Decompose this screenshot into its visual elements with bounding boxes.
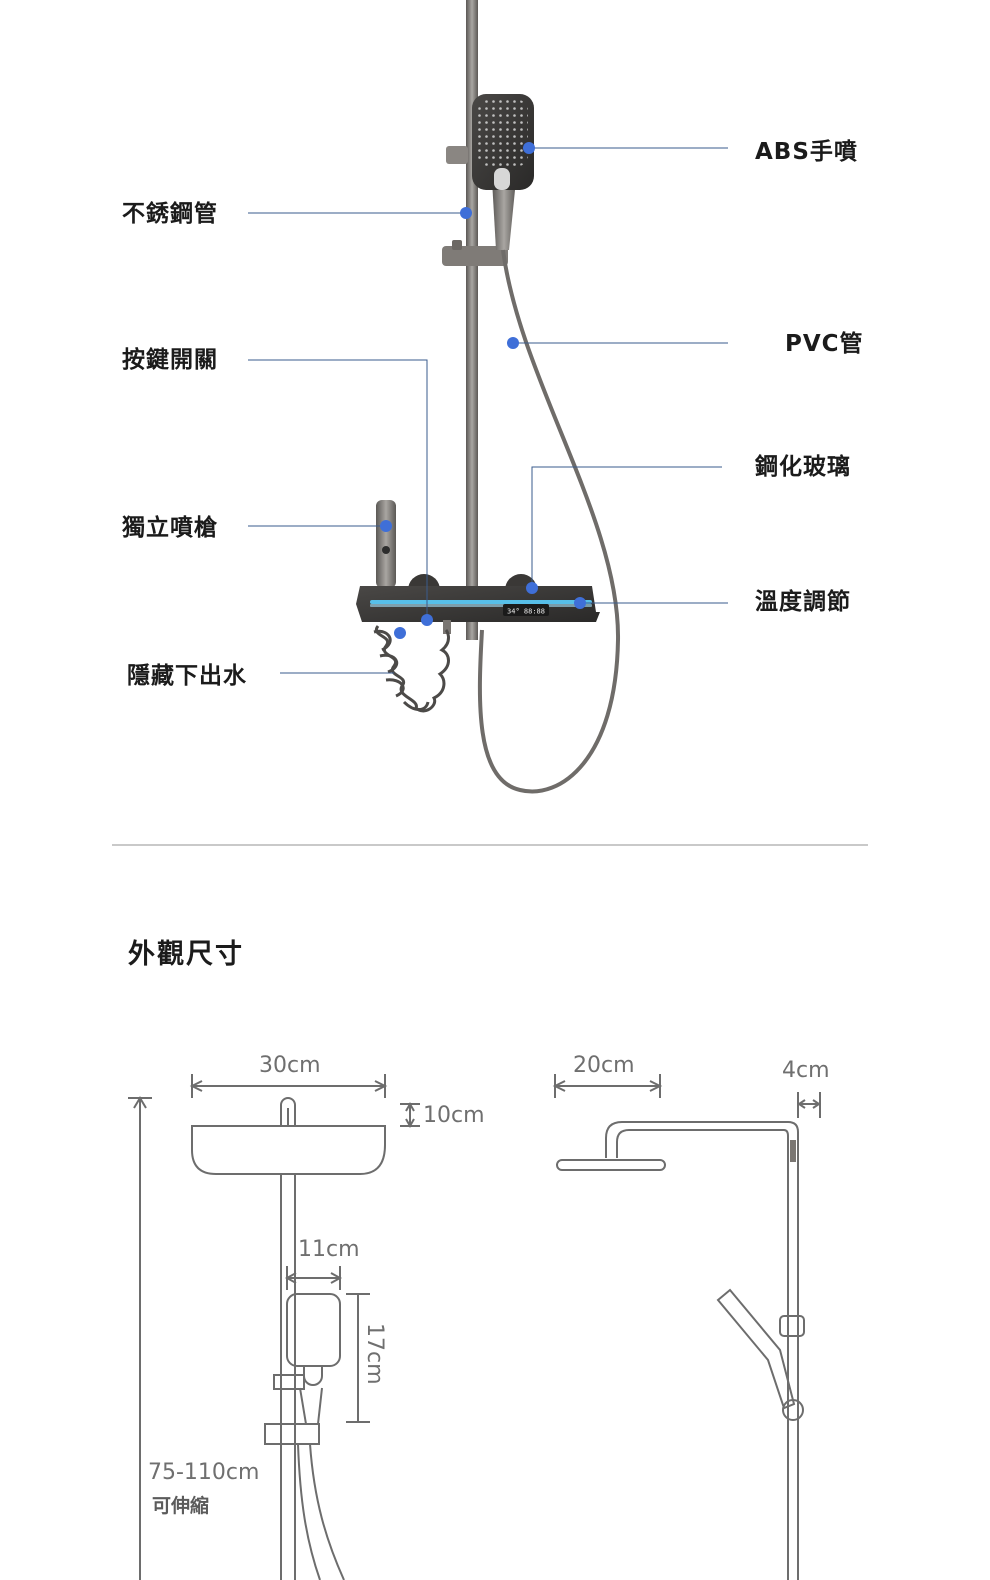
- dim-arm-length: 20cm: [573, 1053, 635, 1078]
- upper-bracket: [446, 146, 468, 164]
- label-abs-hand-shower: ABS手噴: [755, 139, 858, 165]
- dimension-drawing: [128, 1074, 821, 1580]
- dim-height-note: 可伸縮: [152, 1495, 210, 1517]
- dimensions-section-title: 外觀尺寸: [128, 939, 244, 970]
- coiled-hose: [373, 625, 450, 713]
- leader-lines: [248, 147, 728, 674]
- label-hidden-outlet: 隱藏下出水: [127, 663, 247, 689]
- dim-hand-shower-length: 17cm: [362, 1323, 387, 1385]
- dot-abs-hand-shower: [523, 142, 535, 154]
- label-stainless-pipe: 不銹鋼管: [122, 201, 218, 227]
- hand-shower-handle: [492, 180, 516, 250]
- dot-tempered-glass: [526, 582, 538, 594]
- dot-pvc-hose: [507, 337, 519, 349]
- dim-top-shower-width: 30cm: [259, 1053, 321, 1078]
- riser-pipe: [466, 0, 478, 640]
- dim-hand-shower-width: 11cm: [298, 1237, 360, 1262]
- dot-temperature: [574, 597, 586, 609]
- dim-top-shower-height: 10cm: [423, 1103, 485, 1128]
- shower-hose: [477, 249, 621, 794]
- display-readout: 34° 88:88: [507, 608, 545, 616]
- accent-dots: [380, 142, 586, 639]
- label-temperature-control: 溫度調節: [755, 589, 851, 615]
- label-push-switch: 按鍵開關: [122, 347, 218, 373]
- shower-product-illustration: 34° 88:88: [112, 0, 868, 846]
- label-tempered-glass: 鋼化玻璃: [755, 454, 851, 480]
- dim-height-range: 75-110cm: [148, 1460, 260, 1485]
- dot-push-switch: [421, 614, 433, 626]
- slide-holder: [442, 246, 508, 266]
- dim-pipe-offset: 4cm: [782, 1058, 830, 1083]
- label-pvc-hose: PVC管: [785, 331, 864, 357]
- spray-gun-body: [376, 500, 396, 588]
- label-spray-gun: 獨立噴槍: [122, 515, 218, 541]
- dot-hidden-outlet: [394, 627, 406, 639]
- led-display: [503, 604, 549, 616]
- dot-stainless-pipe: [460, 207, 472, 219]
- dot-spray-gun: [380, 520, 392, 532]
